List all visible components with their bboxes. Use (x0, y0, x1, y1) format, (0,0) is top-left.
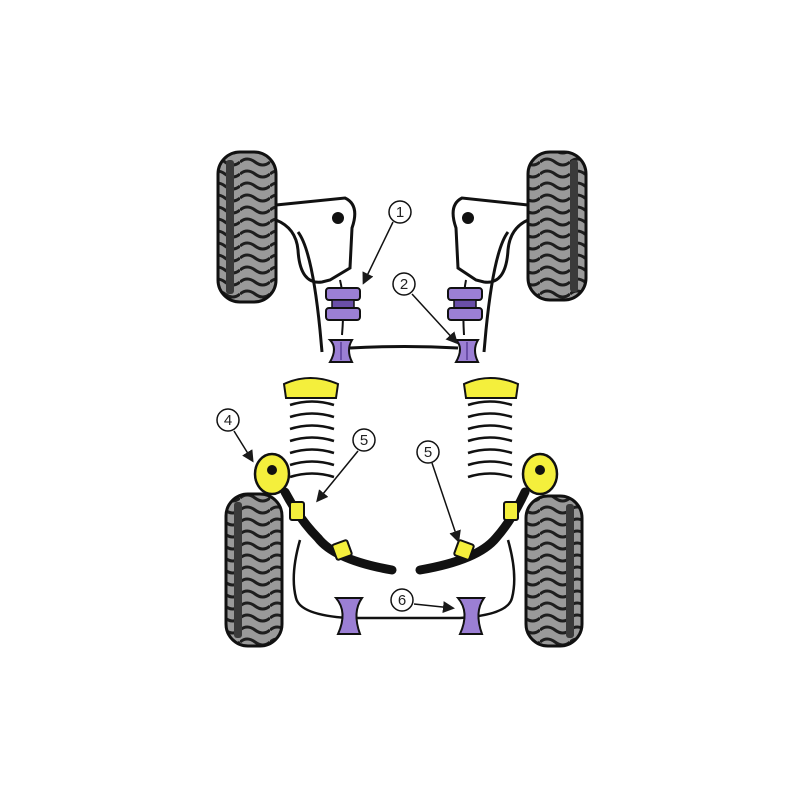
front-right-wheel (526, 150, 588, 302)
callout-4: 4 (216, 408, 254, 463)
rear-right-link-bush-lower (453, 539, 475, 561)
callout-2-label: 2 (400, 276, 408, 293)
rear-left-top-mount (253, 452, 291, 496)
rear-left-spring (282, 377, 340, 479)
callout-4-label: 4 (224, 412, 232, 429)
front-right-balljoint (462, 212, 474, 224)
callout-5-left: 5 (316, 428, 376, 503)
callout-6-label: 6 (398, 592, 406, 609)
callout-2: 2 (392, 272, 459, 345)
rear-left-link-bush-upper (289, 501, 305, 521)
callout-1-label: 1 (396, 204, 404, 221)
front-left-control-arm (274, 196, 357, 284)
rear-right-spring (462, 377, 520, 479)
front-right-arm-bush (447, 287, 483, 321)
callout-5-right-label: 5 (424, 444, 432, 461)
rear-subframe (292, 539, 516, 620)
rear-left-link-bush-lower (331, 539, 353, 561)
rear-right-link-bush-upper (503, 501, 519, 521)
front-crossmember (349, 345, 459, 350)
callout-5-right: 5 (416, 440, 461, 543)
front-left-balljoint (332, 212, 344, 224)
front-left-rear-bush (327, 339, 354, 363)
rear-left-subframe-bush (333, 597, 364, 635)
front-right-rear-bush (453, 339, 480, 363)
rear-axle-assembly (224, 377, 584, 648)
callout-1: 1 (362, 200, 412, 285)
front-left-wheel (216, 150, 278, 304)
front-axle-assembly (216, 150, 588, 363)
callout-5-left-label: 5 (360, 432, 368, 449)
rear-right-wheel (524, 494, 584, 648)
rear-right-top-mount (521, 452, 559, 496)
front-right-control-arm (451, 196, 530, 284)
rear-left-wheel (224, 492, 284, 648)
rear-right-subframe-bush (455, 597, 486, 635)
callout-6: 6 (390, 588, 455, 614)
front-left-arm-bush (325, 287, 361, 321)
